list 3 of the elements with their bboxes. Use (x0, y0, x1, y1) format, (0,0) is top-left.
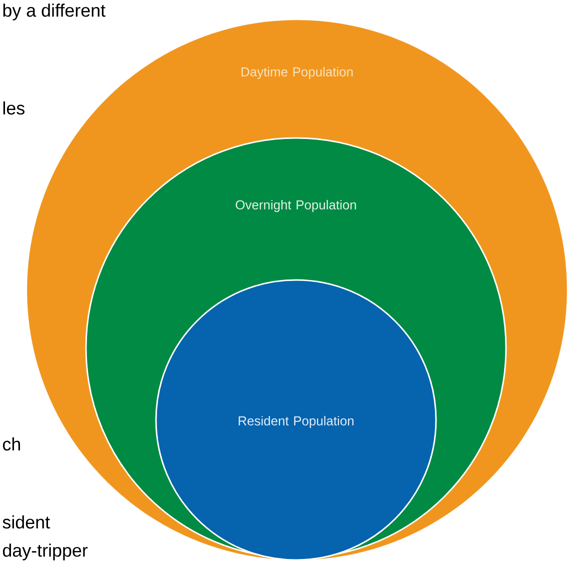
text-fragment: ch (2, 437, 20, 451)
text-fragment: by a different (3, 4, 106, 20)
text-fragment: les (3, 101, 24, 115)
